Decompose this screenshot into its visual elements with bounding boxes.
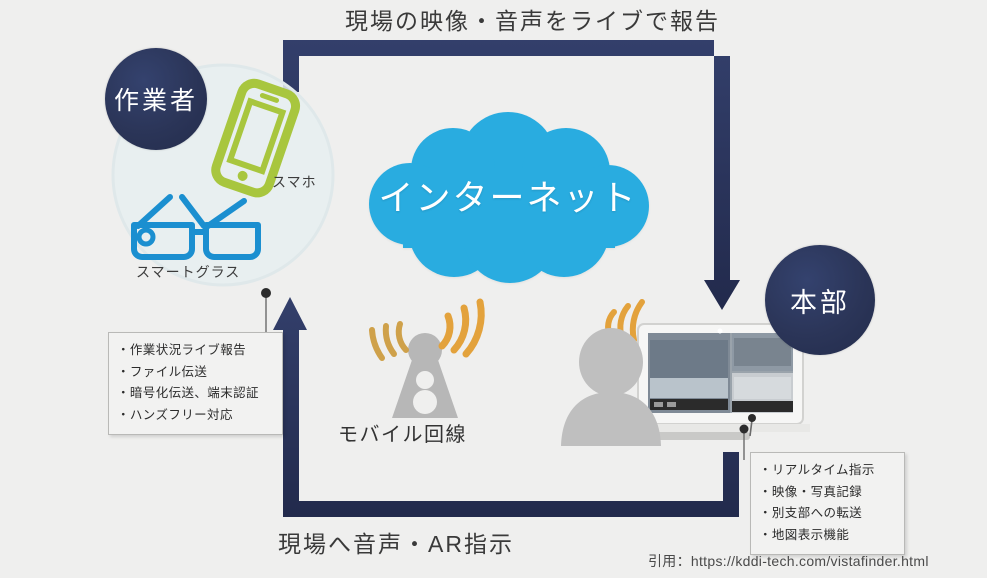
smartphone-icon <box>211 78 301 198</box>
mobile-tower-icon <box>369 298 485 418</box>
hq-feature-item: ・別支部への転送 <box>759 506 863 520</box>
worker-feature-item: ・ハンズフリー対応 <box>117 407 233 422</box>
hq-laptop-icon <box>628 323 810 440</box>
worker-feature-item: ・ファイル伝送 <box>117 364 208 379</box>
badge-worker-label: 作業者 <box>113 87 198 115</box>
smart-glasses-caption: スマートグラス <box>136 264 241 280</box>
worker-feature-item: ・作業状況ライブ報告 <box>117 343 247 357</box>
top-flow-label: 現場の映像・音声をライブで報告 <box>345 8 720 34</box>
hq-feature-item: ・リアルタイム指示 <box>759 463 875 477</box>
smartphone-caption: スマホ <box>272 174 317 190</box>
hq-callout-leader <box>739 424 749 460</box>
hq-operator-silhouette <box>561 328 661 446</box>
hq-feature-item: ・映像・写真記録 <box>759 484 863 499</box>
badge-headquarters-label: 本部 <box>790 287 850 318</box>
badge-worker: 作業者 <box>105 48 207 150</box>
smart-glasses-icon <box>131 194 261 260</box>
worker-feature-item: ・暗号化伝送、端末認証 <box>117 386 259 400</box>
worker-feature-callout: ・作業状況ライブ報告 ・ファイル伝送 ・暗号化伝送、端末認証 ・ハンズフリー対応 <box>108 332 283 435</box>
badge-headquarters: 本部 <box>765 245 875 355</box>
cloud-shape <box>369 112 649 283</box>
hq-feature-item: ・地図表示機能 <box>759 527 850 542</box>
mobile-line-caption: モバイル回線 <box>338 424 467 446</box>
hq-feature-callout: ・リアルタイム指示 ・映像・写真記録 ・別支部への転送 ・地図表示機能 <box>750 452 905 555</box>
citation-text: 引用：https://kddi-tech.com/vistafinder.htm… <box>648 553 929 569</box>
internet-cloud: インターネット <box>358 108 658 283</box>
bottom-flow-label: 現場へ音声・AR指示 <box>278 531 514 557</box>
